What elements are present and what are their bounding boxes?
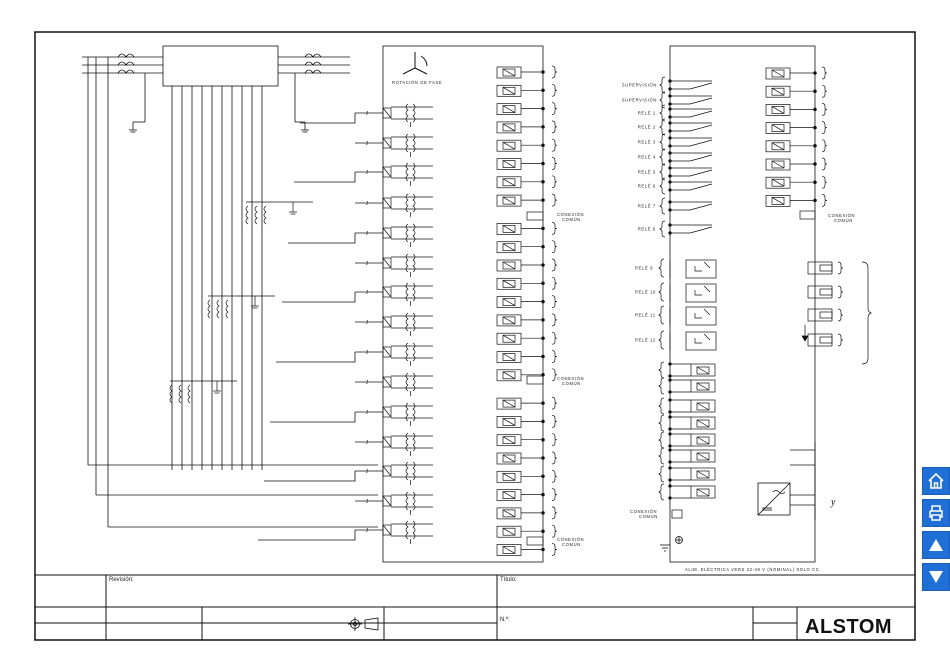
diagram-labels: IIIIIIIIIIIIIIICONEXIÓNCOMÚNCONEXIÓNCOMÚ…	[365, 83, 855, 548]
current-symbol: I	[365, 231, 369, 237]
print-icon	[929, 505, 943, 521]
schematic-lines	[82, 45, 816, 563]
output-terminals-left	[496, 65, 558, 556]
current-symbol: I	[365, 410, 369, 416]
common-connection-label: CONEXIÓN	[557, 212, 584, 217]
title-label: Título:	[500, 577, 517, 583]
relay-label: SUPERVISIÓN	[622, 83, 657, 88]
current-symbol: I	[365, 528, 369, 534]
current-symbol: I	[365, 350, 369, 356]
output-terminals-right	[765, 66, 828, 220]
relay-label: RELÉ 5	[638, 170, 656, 175]
supply-output-symbol: y	[830, 497, 836, 508]
current-symbol: I	[365, 320, 369, 326]
common-connection-label: COMÚN	[562, 542, 581, 547]
common-connection-label: COMÚN	[639, 514, 658, 519]
current-symbol: I	[365, 141, 369, 147]
relay-label: RELÉ 2	[638, 125, 656, 130]
revision-label: Revisión:	[109, 577, 134, 583]
current-symbol: I	[365, 261, 369, 267]
phase-rotation-symbol	[402, 52, 428, 75]
current-symbol: I	[365, 440, 369, 446]
common-connection-label: COMÚN	[562, 381, 581, 386]
arrow-up-icon	[929, 539, 943, 551]
common-connection-label: CONEXIÓN	[630, 509, 657, 514]
relay-label: SUPERVISIÓN	[622, 98, 657, 103]
relay-group-bracket	[861, 261, 873, 365]
common-connection-label: CONEXIÓN	[828, 213, 855, 218]
scroll-down-button[interactable]	[922, 563, 950, 591]
sheet-frame	[34, 31, 916, 641]
power-supply-label: ALIM. ELÉCTRICA VERS 22-48 V (NOMINAL) S…	[685, 567, 819, 572]
relay-contacts	[658, 76, 844, 519]
current-symbol: I	[365, 499, 369, 505]
alstom-logo: ALSTOM	[805, 616, 892, 638]
home-icon	[928, 472, 944, 489]
feeder-lines	[87, 57, 378, 541]
title-block	[35, 574, 915, 640]
relay-label: RELÉ 9	[635, 266, 653, 271]
relay-label: RELÉ 3	[638, 140, 656, 145]
current-symbol: I	[365, 380, 369, 386]
number-label: N.º:	[500, 616, 510, 623]
input-transformers	[169, 103, 433, 544]
relay-label: RELÉ 8	[638, 227, 656, 232]
relay-label: RELÉ 12	[635, 338, 656, 343]
print-button[interactable]	[922, 499, 950, 527]
phase-rotation-label: ROTACIÓN DE FASE	[392, 80, 442, 85]
relay-label: RELÉ 6	[638, 184, 656, 189]
common-connection-label: COMÚN	[834, 218, 853, 223]
current-symbol: I	[365, 469, 369, 475]
common-connection-label: COMÚN	[562, 217, 581, 222]
current-symbol: I	[365, 111, 369, 117]
common-connection-label: CONEXIÓN	[557, 376, 584, 381]
current-symbol: I	[365, 170, 369, 176]
arrow-down-icon	[929, 571, 943, 583]
relay-label: RELÉ 4	[638, 155, 656, 160]
current-symbol: I	[365, 290, 369, 296]
common-connection-label: CONEXIÓN	[557, 537, 584, 542]
projection-symbol-icon	[348, 617, 379, 631]
relay-label: RELÉ 7	[638, 204, 656, 209]
home-button[interactable]	[922, 467, 950, 495]
relay-label: RELÉ 11	[635, 313, 656, 318]
scroll-up-button[interactable]	[922, 531, 950, 559]
relay-label: RELÉ 1	[638, 111, 656, 116]
earth-ground-icon	[660, 536, 683, 552]
power-supply-block	[757, 442, 816, 520]
relay-label: RELÉ 10	[635, 290, 656, 295]
current-symbol: I	[365, 201, 369, 207]
